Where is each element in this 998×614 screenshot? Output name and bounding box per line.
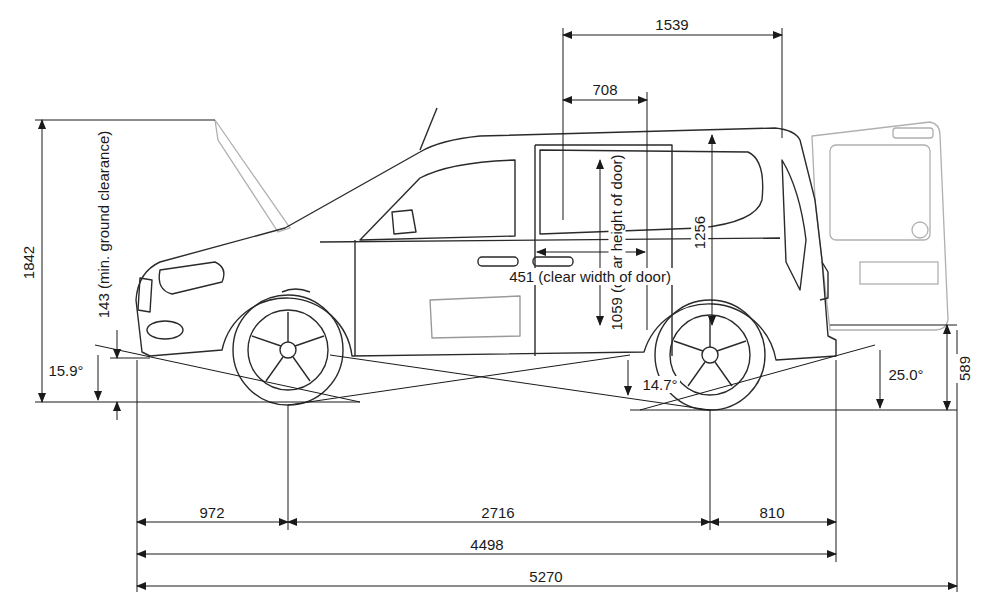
dimension-lines-part xyxy=(563,35,782,36)
van-body-part xyxy=(820,262,828,300)
wheels-part xyxy=(702,347,718,363)
dimension-lines-part xyxy=(137,554,836,555)
dimension-lines-part xyxy=(537,252,645,253)
van-body-part xyxy=(159,262,224,294)
dimension-lines-part xyxy=(640,345,875,410)
van-body-part xyxy=(138,278,152,312)
van-body-part xyxy=(392,210,416,234)
dimension-lines xyxy=(35,28,957,592)
dimension-label: 451 (clear width of door) xyxy=(507,268,673,285)
dimension-label: 1256 xyxy=(692,213,709,250)
wheels-part xyxy=(233,295,343,405)
dimension-lines-part xyxy=(712,135,713,325)
dimension-label: 708 xyxy=(590,81,619,98)
dimension-lines-part xyxy=(288,522,710,523)
van-body-part xyxy=(282,289,310,292)
van-body-part xyxy=(136,128,836,360)
dimension-lines-part xyxy=(710,410,711,530)
dimension-lines-part xyxy=(35,120,215,121)
open-panels-ghost-part xyxy=(215,120,290,232)
wheels xyxy=(233,295,765,410)
dimension-lines-part xyxy=(628,360,629,395)
dimension-lines-part xyxy=(630,410,957,411)
dimension-label: 5270 xyxy=(527,568,564,585)
dimension-lines-part xyxy=(95,345,360,402)
dimension-lines-part xyxy=(710,522,836,523)
dimension-lines-part xyxy=(117,402,118,420)
van-body-part xyxy=(533,257,573,266)
dimension-label: 15.9° xyxy=(46,362,85,379)
dimension-label: 972 xyxy=(197,504,226,521)
open-panels-ghost-part xyxy=(812,122,948,330)
dimension-lines-part xyxy=(137,360,138,592)
dimension-label: 1539 xyxy=(653,16,690,33)
dimension-lines-part xyxy=(330,355,710,410)
open-panels-ghost-part xyxy=(893,128,933,138)
dimension-label: 25.0° xyxy=(886,366,925,383)
open-panels-ghost-part xyxy=(860,262,938,284)
dimension-label: 589 xyxy=(957,353,974,382)
dimension-lines-part xyxy=(137,586,957,587)
dimension-lines-part xyxy=(110,358,150,359)
van-body-part xyxy=(478,257,518,266)
dimension-lines-part xyxy=(836,360,837,562)
dimension-label: 2716 xyxy=(479,504,516,521)
wheels-part xyxy=(280,342,296,358)
dimension-lines-part xyxy=(782,28,783,138)
dimension-lines-part xyxy=(42,120,43,402)
dimension-label: 1059 (clear height of door) xyxy=(608,152,625,332)
dimension-lines-part xyxy=(947,325,948,410)
dimension-label: 810 xyxy=(757,504,786,521)
dimension-label: 143 (min. ground clearance) xyxy=(95,128,112,320)
dimension-lines-part xyxy=(563,100,647,101)
wheels-part xyxy=(655,300,765,410)
van-body-part xyxy=(320,238,780,242)
wheels-part xyxy=(674,317,746,386)
dimension-lines-part xyxy=(647,92,648,330)
van-body-part xyxy=(782,160,806,290)
open-panels-ghost xyxy=(215,120,948,330)
dimension-lines-part xyxy=(137,522,288,523)
wheels-part xyxy=(252,312,324,381)
van-body-part xyxy=(540,150,763,234)
van-body-part xyxy=(430,296,520,338)
dimension-label: 1842 xyxy=(21,243,38,280)
dimension-lines-part xyxy=(288,355,630,405)
dimension-label: 14.7° xyxy=(640,376,679,393)
dimension-lines-part xyxy=(600,160,601,325)
dimension-lines-part xyxy=(98,355,99,400)
van-body-part xyxy=(360,160,515,240)
dimension-lines-part xyxy=(830,325,957,326)
dimension-label: 4498 xyxy=(468,536,505,553)
dimension-lines-part xyxy=(880,350,881,408)
open-panels-ghost-part xyxy=(830,145,930,240)
van-body-part xyxy=(354,240,355,356)
van-body-part xyxy=(420,108,437,150)
dimension-lines-part xyxy=(288,405,289,530)
open-panels-ghost-part xyxy=(912,222,928,238)
van-body-part xyxy=(147,321,183,339)
dimension-lines-part xyxy=(117,330,118,358)
van-body-part xyxy=(535,145,672,356)
wheels-part xyxy=(248,310,328,390)
dimension-lines-part xyxy=(563,28,564,220)
